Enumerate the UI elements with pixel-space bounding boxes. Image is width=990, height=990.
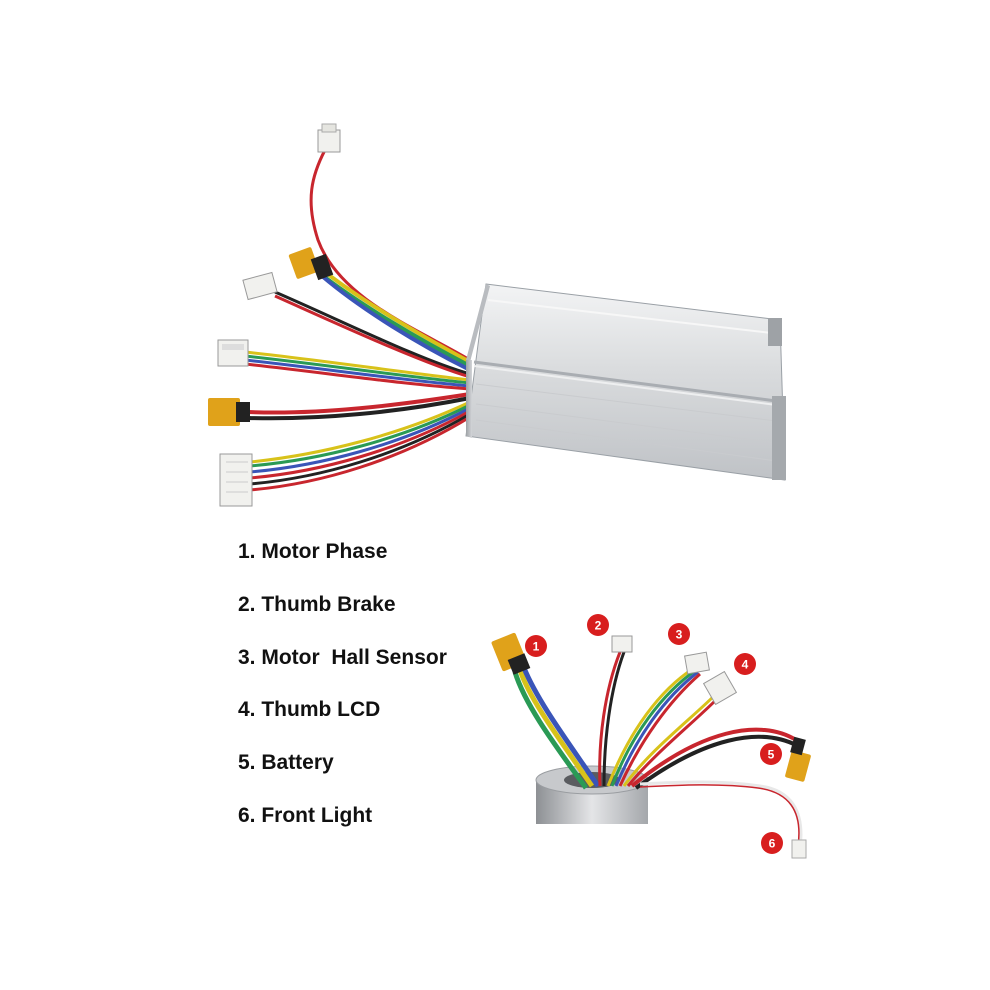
badge-2: 2 [587, 614, 609, 636]
badge-5: 5 [760, 743, 782, 765]
badge-4-label: 4 [742, 658, 749, 672]
connector-legend: 1. Motor Phase 2. Thumb Brake 3. Motor H… [238, 537, 447, 854]
legend-item-thumb-lcd: 4. Thumb LCD [238, 698, 381, 722]
hall-sensor-connector [684, 651, 710, 675]
lower-wire-harness [512, 651, 803, 849]
legend-item-thumb-brake: 2. Thumb Brake [238, 592, 396, 616]
legend-item-battery: 5. Battery [238, 751, 334, 775]
badge-1-label: 1 [533, 640, 540, 654]
second-small-connector [242, 271, 278, 301]
badge-5-label: 5 [768, 748, 775, 762]
badge-6-label: 6 [769, 837, 776, 851]
badge-6: 6 [761, 832, 783, 854]
front-light-connector [791, 839, 807, 859]
badge-2-label: 2 [595, 619, 602, 633]
badge-3-label: 3 [676, 628, 683, 642]
top-xt-connector [288, 247, 334, 281]
motor-phase-xt-connector [491, 632, 531, 675]
thumb-lcd-connector [702, 670, 738, 706]
third-white-connector [217, 339, 249, 367]
lower-connectors [491, 632, 811, 859]
thumb-brake-connector [611, 635, 633, 653]
legend-item-motor-phase: 1. Motor Phase [238, 540, 388, 563]
battery-xt-connector-lower [785, 736, 811, 782]
legend-item-front-light: 6. Front Light [238, 803, 373, 827]
badge-3: 3 [668, 623, 690, 645]
legend-item-motor-hall-sensor: 3. Motor Hall Sensor [238, 645, 447, 669]
wide-white-connector [219, 453, 253, 507]
badge-1: 1 [525, 635, 547, 657]
top-small-connector [317, 123, 341, 153]
battery-xt-connector [208, 398, 250, 426]
controller-wire-harness [244, 149, 471, 492]
controller-housing [465, 283, 786, 481]
badge-4: 4 [734, 653, 756, 675]
